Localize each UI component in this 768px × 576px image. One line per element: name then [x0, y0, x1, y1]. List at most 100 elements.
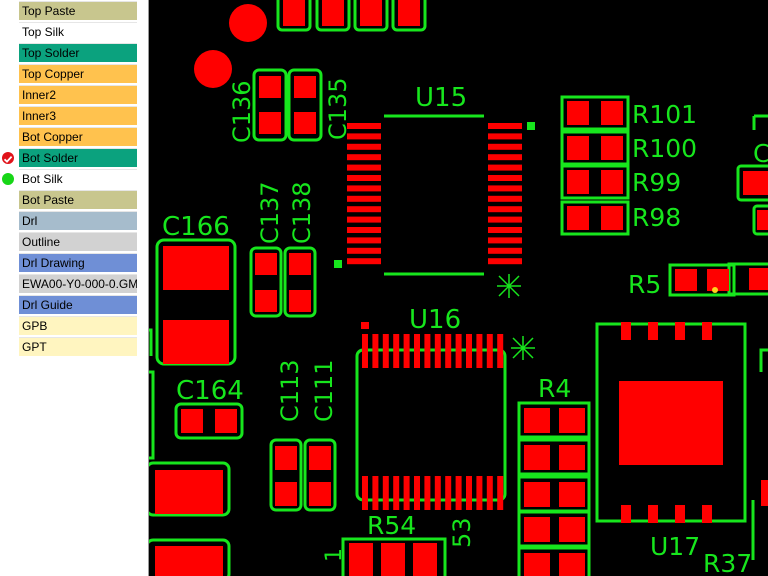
- ic-pin[interactable]: [445, 334, 452, 368]
- ic-pin[interactable]: [382, 334, 389, 368]
- ic-pin[interactable]: [488, 216, 522, 223]
- ic-pin[interactable]: [403, 476, 410, 510]
- ic-pin[interactable]: [476, 334, 483, 368]
- label-c111: C111: [310, 359, 338, 422]
- ic-pin[interactable]: [414, 334, 420, 368]
- layer-label: EWA00-Y0-000-0.GM: [19, 274, 137, 293]
- layer-row-ewa00-y0-000-0-gm[interactable]: EWA00-Y0-000-0.GM: [0, 273, 148, 294]
- component-c136-c135[interactable]: [252, 68, 323, 142]
- ic-pin[interactable]: [488, 247, 522, 254]
- ic-pin[interactable]: [488, 164, 522, 171]
- ic-pin[interactable]: [455, 476, 462, 510]
- ic-pin[interactable]: [347, 247, 381, 254]
- layer-row-top-silk[interactable]: Top Silk: [0, 21, 148, 42]
- component-r100[interactable]: [560, 130, 630, 166]
- component-u15[interactable]: [334, 114, 535, 276]
- ic-pin[interactable]: [488, 258, 522, 265]
- fiducial-u16: [511, 336, 535, 360]
- component-right-lower[interactable]: [751, 348, 768, 560]
- ic-pin[interactable]: [414, 476, 420, 510]
- ic-pin[interactable]: [347, 123, 381, 129]
- component-lower-left[interactable]: [149, 461, 231, 576]
- ic-pin[interactable]: [393, 476, 400, 510]
- ic-pin[interactable]: [476, 476, 483, 510]
- ic-pin[interactable]: [403, 334, 410, 368]
- layer-row-inner2[interactable]: Inner2: [0, 84, 148, 105]
- layer-row-inner3[interactable]: Inner3: [0, 105, 148, 126]
- layer-row-top-solder[interactable]: Top Solder: [0, 42, 148, 63]
- ic-pin[interactable]: [434, 334, 441, 368]
- ic-pin[interactable]: [424, 334, 431, 368]
- ic-pin[interactable]: [486, 476, 493, 510]
- component-r54[interactable]: [341, 537, 447, 576]
- ic-pin[interactable]: [486, 334, 493, 368]
- ic-pin[interactable]: [434, 476, 441, 510]
- layer-row-bot-paste[interactable]: Bot Paste: [0, 189, 148, 210]
- ic-pin[interactable]: [488, 206, 522, 213]
- ic-pin[interactable]: [347, 206, 381, 213]
- layer-row-top-paste[interactable]: Top Paste: [0, 0, 148, 21]
- ic-pin[interactable]: [347, 154, 381, 161]
- ic-pin[interactable]: [488, 185, 522, 192]
- ic-pin[interactable]: [362, 334, 368, 368]
- layer-row-drl-drawing[interactable]: Drl Drawing: [0, 252, 148, 273]
- layer-row-bot-copper[interactable]: Bot Copper: [0, 126, 148, 147]
- ic-pin[interactable]: [393, 334, 400, 368]
- ic-pin[interactable]: [488, 133, 522, 140]
- ic-pin[interactable]: [466, 334, 472, 368]
- component-u16[interactable]: [355, 322, 507, 510]
- layer-row-outline[interactable]: Outline: [0, 231, 148, 252]
- component-c164[interactable]: [174, 402, 244, 440]
- component-c166[interactable]: [155, 238, 237, 366]
- ic-pin[interactable]: [488, 237, 522, 244]
- ic-pin[interactable]: [424, 476, 431, 510]
- component-r101[interactable]: [560, 95, 630, 131]
- round-pad-1[interactable]: [229, 4, 267, 42]
- ic-pin[interactable]: [347, 175, 381, 181]
- component-r99[interactable]: [560, 164, 630, 200]
- layer-row-drl[interactable]: Drl: [0, 210, 148, 231]
- ic-pin[interactable]: [455, 334, 462, 368]
- ic-pin[interactable]: [488, 154, 522, 161]
- layer-row-bot-solder[interactable]: Bot Solder: [0, 147, 148, 168]
- layer-row-gpt[interactable]: GPT: [0, 336, 148, 357]
- component-right-edge[interactable]: [727, 114, 768, 296]
- ic-pin[interactable]: [382, 476, 389, 510]
- ic-pin[interactable]: [497, 334, 504, 368]
- ic-pin[interactable]: [497, 476, 504, 510]
- ic-pin[interactable]: [372, 334, 379, 368]
- ic-pin[interactable]: [488, 143, 522, 150]
- component-r98[interactable]: [560, 200, 630, 236]
- pcb-canvas[interactable]: C136 C135 U15 R101 R100 R99 R98: [149, 0, 768, 576]
- ic-pin[interactable]: [466, 476, 472, 510]
- component-c137-c138[interactable]: [249, 246, 317, 318]
- layer-row-gpb[interactable]: GPB: [0, 315, 148, 336]
- ic-pin[interactable]: [347, 133, 381, 140]
- active-layer-check-icon[interactable]: [2, 152, 14, 164]
- ic-pin[interactable]: [347, 227, 381, 233]
- ic-pin[interactable]: [488, 195, 522, 202]
- ic-pin[interactable]: [347, 216, 381, 223]
- component-u17[interactable]: [595, 322, 747, 523]
- ic-pin[interactable]: [347, 164, 381, 171]
- ic-pin[interactable]: [362, 476, 368, 510]
- ic-pin[interactable]: [445, 476, 452, 510]
- ic-pin[interactable]: [372, 476, 379, 510]
- ic-pin[interactable]: [347, 258, 381, 265]
- ic-pin[interactable]: [347, 143, 381, 150]
- round-pad-2[interactable]: [194, 50, 232, 88]
- layer-row-drl-guide[interactable]: Drl Guide: [0, 294, 148, 315]
- visible-layer-dot-icon[interactable]: [2, 173, 14, 185]
- ic-pin[interactable]: [347, 195, 381, 202]
- top-pad-strip[interactable]: [276, 0, 427, 32]
- layer-row-bot-silk[interactable]: Bot Silk: [0, 168, 148, 189]
- ic-pin[interactable]: [347, 237, 381, 244]
- layer-row-top-copper[interactable]: Top Copper: [0, 63, 148, 84]
- component-r4[interactable]: [517, 401, 591, 576]
- component-c113-c111[interactable]: [269, 438, 337, 512]
- ic-pin[interactable]: [347, 185, 381, 192]
- ic-pin[interactable]: [488, 175, 522, 181]
- component-r5[interactable]: [668, 263, 736, 297]
- ic-pin[interactable]: [488, 123, 522, 129]
- ic-pin[interactable]: [488, 227, 522, 233]
